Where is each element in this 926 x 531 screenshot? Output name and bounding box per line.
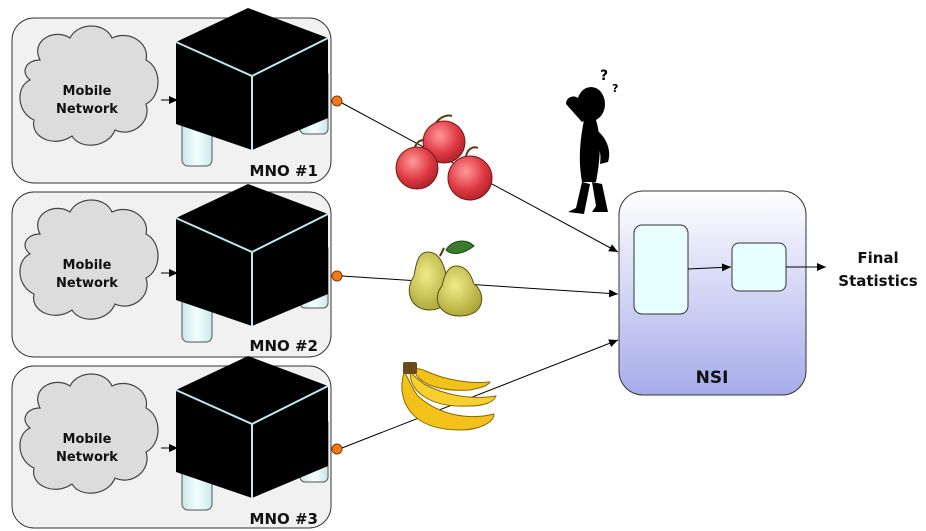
output-port-dot <box>331 270 343 282</box>
pears-icon <box>408 240 483 317</box>
output-port-dot <box>331 443 343 455</box>
nsi-inner-block-right <box>731 242 787 292</box>
panel-label: MNO #1 <box>250 162 318 180</box>
output-label: Final <box>857 249 898 267</box>
cloud-label: Mobile <box>63 432 112 447</box>
cloud-icon <box>19 25 159 146</box>
output-label: Statistics <box>838 272 918 290</box>
mno-panel-3: Mobile Network MNO #3 <box>11 356 343 529</box>
cloud-label: Mobile <box>63 258 112 273</box>
flow-arrow-mno3 <box>341 339 619 449</box>
svg-text:?: ? <box>612 82 618 95</box>
cloud-label: Network <box>56 102 118 117</box>
cloud-icon <box>19 373 159 494</box>
cloud-label: Mobile <box>63 84 112 99</box>
nsi-box: NSI <box>618 190 807 396</box>
panel-label: MNO #2 <box>250 337 318 355</box>
flow-arrow-mno2 <box>341 275 619 298</box>
nsi-label: NSI <box>696 368 729 388</box>
cloud-label: Network <box>56 450 118 465</box>
bananas-icon <box>401 362 497 431</box>
output-port-dot <box>331 95 343 107</box>
cube-icon <box>175 356 329 498</box>
thinking-person-icon: ? ? <box>566 68 618 214</box>
cube-icon <box>175 184 329 326</box>
cloud-icon <box>19 199 159 320</box>
panel-label: MNO #3 <box>250 510 318 528</box>
cube-icon <box>175 8 329 150</box>
nsi-internal-arrow <box>687 263 732 272</box>
mno-panel-2: Mobile Network MNO #2 <box>11 184 343 358</box>
cloud-label: Network <box>56 276 118 291</box>
mno-panel-1: Mobile Network MNO #1 <box>11 8 343 184</box>
apples-icon <box>395 114 493 201</box>
nsi-inner-block-left <box>633 224 689 315</box>
svg-text:?: ? <box>600 68 608 84</box>
